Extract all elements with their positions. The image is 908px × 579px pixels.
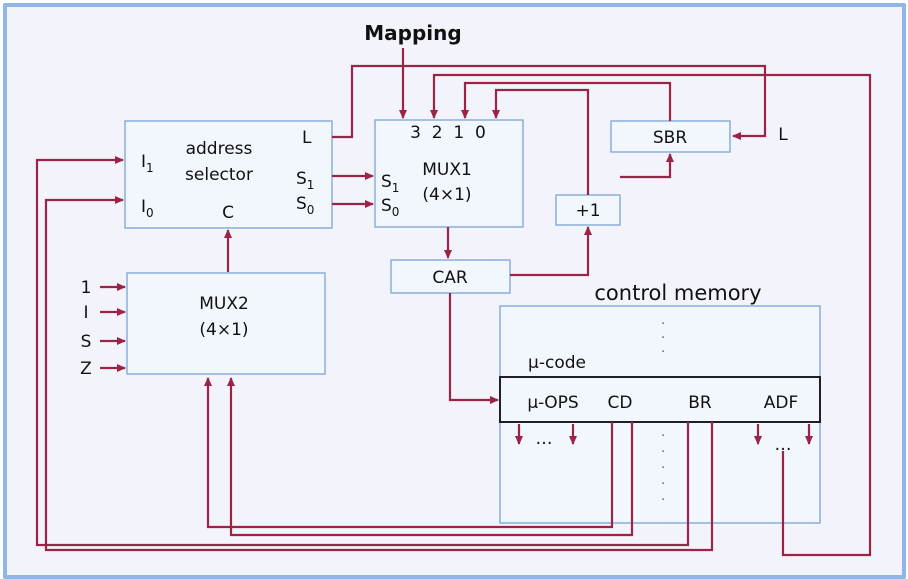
mux2-input-i: I: [83, 303, 88, 323]
mux1-box: [374, 119, 524, 228]
svg-text:·: ·: [661, 345, 665, 360]
sbr-load-wire: [332, 64, 767, 140]
svg-text:·: ·: [661, 493, 665, 508]
microcode-label: μ-code: [528, 353, 586, 373]
car-to-incrementer-wire: [510, 226, 592, 277]
mux2-size: (4×1): [199, 320, 248, 340]
field-uops: μ-OPS: [527, 393, 578, 413]
incrementer-to-mux1-wire: [492, 88, 590, 195]
address-selector-box: [124, 120, 333, 229]
adf-ellipsis: …: [775, 435, 792, 455]
mux2-input-z: Z: [80, 359, 92, 379]
cd-to-mux2-wire-2: [227, 377, 634, 537]
cd-to-mux2-wire-1: [204, 377, 614, 529]
output-l-label: L: [302, 128, 312, 148]
svg-text:·: ·: [661, 461, 665, 476]
incrementer-to-sbr-wire: [620, 153, 674, 179]
br-to-i0-wire: [44, 196, 714, 552]
svg-text:·: ·: [661, 331, 665, 346]
input-i0-label: I0: [141, 197, 154, 220]
field-adf: ADF: [764, 393, 799, 413]
address-selector-line2: selector: [185, 165, 253, 185]
svg-text:·: ·: [661, 445, 665, 460]
uops-ellipsis: …: [536, 429, 553, 449]
input-i1-label: I1: [141, 152, 154, 175]
svg-text:·: ·: [661, 317, 665, 332]
br-to-i1-wire: [35, 156, 690, 547]
field-br: BR: [688, 393, 712, 413]
output-s0-label: S0: [296, 194, 314, 217]
memory-dots-bottom: ·····: [661, 429, 665, 508]
incrementer-box: [555, 194, 621, 226]
sbr-to-mux1-wire: [461, 81, 672, 121]
sbr-box: [610, 120, 731, 153]
svg-text:·: ·: [661, 429, 665, 444]
sbr-load-label: L: [778, 125, 788, 145]
microinstruction-row: [499, 376, 821, 423]
mux2-box: [126, 272, 326, 375]
branch-address-wire: [430, 73, 872, 557]
mux1-s0-label: S0: [381, 196, 399, 219]
mux1-inputs-label: 3 2 1 0: [410, 123, 486, 143]
car-to-memory-wire: [448, 293, 499, 404]
car-label: CAR: [432, 268, 467, 288]
output-s1-label: S1: [296, 169, 314, 192]
mux2-input-s: S: [81, 332, 92, 352]
field-cd: CD: [608, 393, 633, 413]
memory-dots-top: ···: [661, 317, 665, 360]
incrementer-label: +1: [575, 201, 600, 221]
input-c-label: C: [222, 203, 234, 223]
mux2-input-1: 1: [81, 278, 92, 298]
sbr-label: SBR: [653, 128, 687, 148]
mapping-label: Mapping: [364, 21, 461, 45]
address-selector-line1: address: [186, 139, 253, 159]
mux1-size: (4×1): [422, 185, 471, 205]
mux2-title: MUX2: [199, 294, 249, 314]
control-memory-title: control memory: [594, 281, 761, 305]
mux1-s1-label: S1: [381, 172, 399, 195]
svg-text:·: ·: [661, 477, 665, 492]
mux1-title: MUX1: [422, 160, 472, 180]
